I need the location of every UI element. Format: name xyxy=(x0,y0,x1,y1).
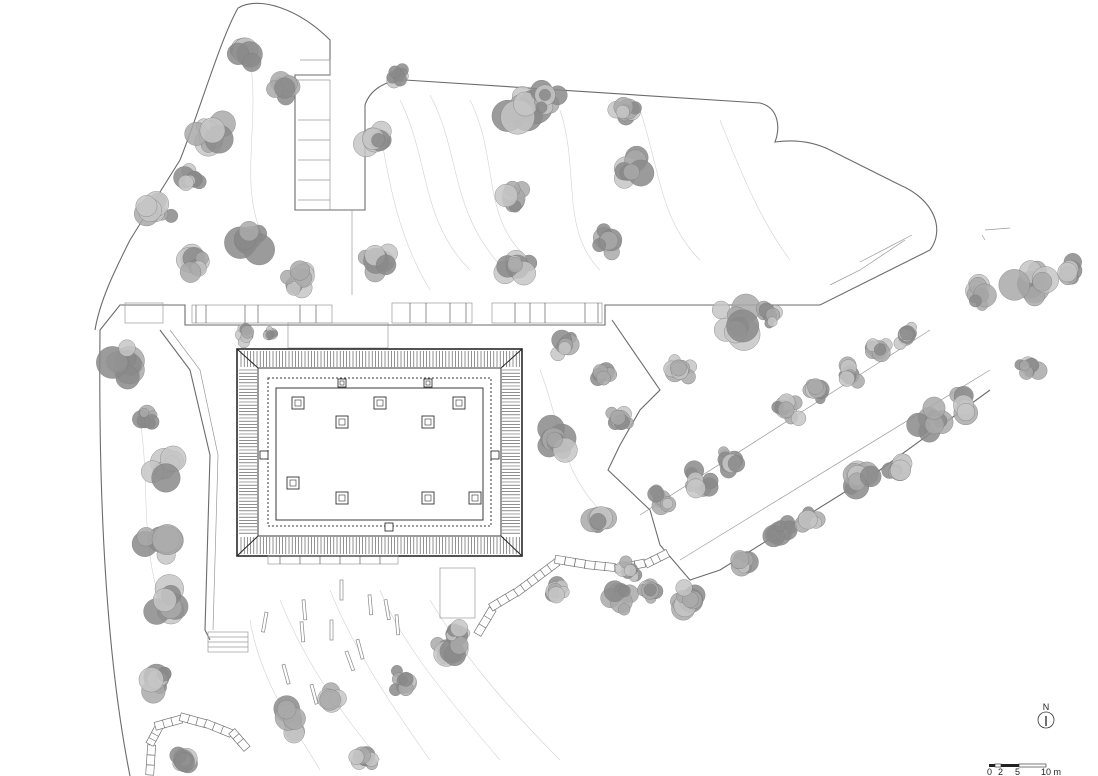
north-arrow-icon: N xyxy=(1037,702,1055,729)
scale-label-10m: 10 m xyxy=(1041,767,1061,776)
tree-canopy-icon xyxy=(357,243,398,283)
tree-canopy-icon xyxy=(530,79,568,115)
utility-pad xyxy=(439,567,476,619)
south-porch xyxy=(267,555,399,565)
tree-canopy-icon xyxy=(445,619,471,655)
tree-canopy-icon xyxy=(600,580,639,616)
tree-canopy-icon xyxy=(184,110,236,157)
tree-canopy-icon xyxy=(881,453,913,482)
tree-canopy-icon xyxy=(755,300,783,329)
tree-canopy-icon xyxy=(592,223,623,261)
column-piers xyxy=(259,378,500,532)
tree-canopy-icon xyxy=(141,445,187,493)
tree-canopy-icon xyxy=(605,406,634,431)
tree-canopy-icon xyxy=(1057,253,1083,286)
tree-canopy-icon xyxy=(949,385,978,426)
tree-canopy-icon xyxy=(730,550,759,577)
tree-canopy-icon xyxy=(348,746,379,771)
tree-canopy-icon xyxy=(173,163,207,191)
tree-canopy-icon xyxy=(838,356,865,389)
tree-canopy-icon xyxy=(864,338,893,363)
southwest-stairs xyxy=(207,631,249,653)
tree-canopy-icon xyxy=(717,446,746,479)
tree-canopy-icon xyxy=(280,260,315,299)
tree-canopy-icon xyxy=(1014,356,1048,380)
tree-canopy-icon xyxy=(550,329,580,362)
tree-canopy-icon xyxy=(545,576,570,604)
tree-canopy-icon xyxy=(386,63,409,89)
scale-label-0: 0 xyxy=(987,767,992,776)
scale-label-5: 5 xyxy=(1015,767,1020,776)
tree-canopy-icon xyxy=(771,393,807,426)
stepping-stone-path xyxy=(145,549,671,776)
north-deck-strips xyxy=(124,302,603,349)
tree-canopy-icon xyxy=(169,746,198,774)
tree-canopy-icon xyxy=(132,404,160,430)
tree-canopy-icon xyxy=(493,250,538,286)
tree-canopy-icon xyxy=(491,86,553,135)
tree-canopy-icon xyxy=(176,243,210,283)
north-label: N xyxy=(1043,702,1050,712)
scale-label-2: 2 xyxy=(998,767,1003,776)
tree-canopy-icon xyxy=(273,695,306,744)
tree-canopy-icon xyxy=(537,414,578,463)
tree-canopy-icon xyxy=(143,574,189,625)
tree-canopy-icon xyxy=(893,321,917,350)
tree-canopy-icon xyxy=(580,506,617,533)
tree-canopy-icon xyxy=(614,145,655,189)
tree-canopy-icon xyxy=(494,180,531,213)
tree-canopy-icon xyxy=(842,460,882,500)
tree-canopy-icon xyxy=(684,460,719,499)
tree-canopy-icon xyxy=(224,220,275,266)
tree-canopy-icon xyxy=(96,339,145,390)
tree-canopy-icon xyxy=(965,274,997,311)
tree-canopies xyxy=(96,37,1083,774)
lawn-seating-slabs xyxy=(261,579,401,705)
pavilion-building xyxy=(236,348,523,565)
tree-canopy-icon xyxy=(590,362,618,386)
tree-canopy-icon xyxy=(134,191,179,227)
tree-canopy-icon xyxy=(906,396,954,443)
tree-canopy-icon xyxy=(794,506,826,533)
tree-canopy-icon xyxy=(998,260,1059,307)
tree-canopy-icon xyxy=(614,555,643,582)
tree-canopy-icon xyxy=(262,325,278,341)
roof-hatching xyxy=(236,348,523,557)
tree-canopy-icon xyxy=(637,578,664,604)
tree-canopy-icon xyxy=(227,37,263,72)
tree-canopy-icon xyxy=(317,682,347,713)
tree-canopy-icon xyxy=(802,378,830,405)
tree-canopy-icon xyxy=(647,484,677,516)
tree-canopy-icon xyxy=(266,71,301,106)
tree-canopy-icon xyxy=(131,524,184,565)
tree-canopy-icon xyxy=(389,665,417,697)
tree-canopy-icon xyxy=(670,579,706,621)
tree-canopy-icon xyxy=(235,323,255,349)
tree-canopy-icon xyxy=(762,515,798,548)
tree-canopy-icon xyxy=(711,293,761,351)
tree-canopy-icon xyxy=(353,120,392,158)
tree-canopy-icon xyxy=(607,97,642,126)
tree-canopy-icon xyxy=(138,663,172,704)
tree-canopy-icon xyxy=(663,354,697,385)
scale-bar: 0 2 5 10 m xyxy=(987,763,1061,776)
